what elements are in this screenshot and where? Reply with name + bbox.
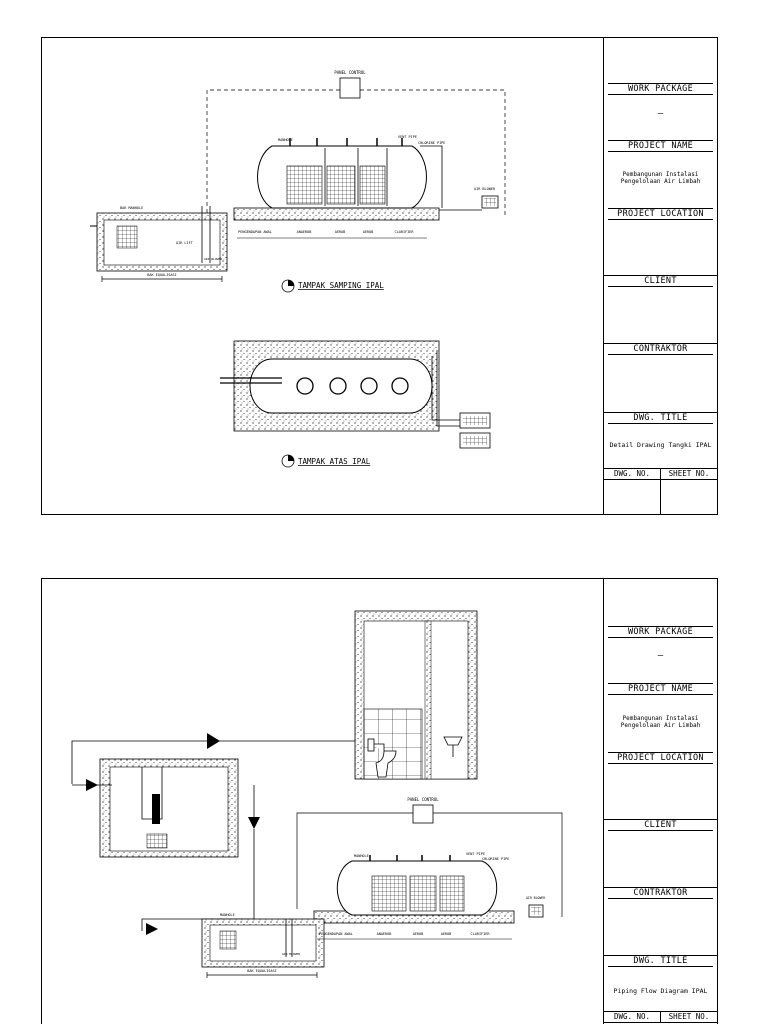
project-name-line1: Pembangunan Instalasi <box>622 171 699 178</box>
sink-fixture <box>443 736 463 757</box>
panel-control-label: PANEL CONTROL <box>334 70 366 75</box>
project-name-label: PROJECT NAME <box>608 683 713 695</box>
control-wiring <box>296 812 563 917</box>
contractor-label: CONTRAKTOR <box>608 888 713 899</box>
vent-pipe-label: VENT PIPE <box>398 135 417 139</box>
zone-label-4: AEROB <box>363 230 374 234</box>
dwg-title-value: Piping Flow Diagram IPAL <box>613 987 708 995</box>
work-package-label: WORK PACKAGE <box>608 626 713 638</box>
bak-manhole-label: MANHOLE <box>220 913 235 917</box>
contractor-label: CONTRAKTOR <box>608 344 713 355</box>
tank-foundation <box>233 207 440 221</box>
drawing-sheet-1: PANEL CONTROL MANHOLE VENT PIPE CHLORINE… <box>41 37 718 515</box>
bak-equalisasi-label: BAK EQUALISASI <box>147 273 177 277</box>
zone-label-2: ANAEROB <box>377 932 392 936</box>
media-aerob-2 <box>359 165 386 205</box>
flow-line-building-septic <box>71 740 355 784</box>
zone-label-5: CLARIFIER <box>395 230 415 234</box>
panel-control-label: PANEL CONTROL <box>407 797 439 802</box>
sheet-no-label: SHEET NO. <box>660 469 717 479</box>
work-package-label: WORK PACKAGE <box>608 83 713 95</box>
sheet-no-label: SHEET NO. <box>660 1012 717 1022</box>
air-blower-small-label: AIR BLOWER <box>204 257 222 261</box>
manhole-label: MANHOLE <box>278 138 293 142</box>
work-package-value: – <box>657 651 664 661</box>
title-block-2: WORK PACKAGE – PROJECT NAME Pembangunan … <box>603 579 717 1024</box>
flow-arrow-down <box>248 817 260 829</box>
dwg-title-value: Detail Drawing Tangki IPAL <box>609 441 712 449</box>
dwg-title-label: DWG. TITLE <box>608 413 713 424</box>
air-blower-small-label: AIR BLOWER <box>282 952 300 956</box>
view-side-title: TAMPAK SAMPING IPAL <box>298 281 384 290</box>
project-name-label: PROJECT NAME <box>608 140 713 152</box>
zone-label-4: AEROB <box>441 932 452 936</box>
project-name-line2: Pengelolaan Air Limbah <box>620 722 701 729</box>
ipal-detail-drawing: PANEL CONTROL MANHOLE VENT PIPE CHLORINE… <box>90 70 506 468</box>
zone-label-1: PENGENDAPAN AWAL <box>238 230 272 234</box>
air-lift-label: AIR LIFT <box>176 241 194 245</box>
client-label: CLIENT <box>608 820 713 831</box>
toilet-fixture <box>370 743 397 778</box>
project-name-line2: Pengelolaan Air Limbah <box>620 178 701 185</box>
view-top-title: TAMPAK ATAS IPAL <box>298 457 371 466</box>
zone-label-3: AEROB <box>335 230 346 234</box>
dwg-title-label: DWG. TITLE <box>608 956 713 967</box>
media-aerob-1 <box>326 165 356 205</box>
zone-label-1: PENGENDAPAN AWAL <box>319 932 353 936</box>
title-block-1: WORK PACKAGE – PROJECT NAME Pembangunan … <box>603 38 717 514</box>
project-location-label: PROJECT LOCATION <box>608 752 713 764</box>
piping-flow-diagram: PANEL CONTROL MANHOLE VENT PIPE CHLORINE… <box>71 610 563 978</box>
chlorine-pipe-label: CHLORINE PIPE <box>482 857 509 861</box>
chlorine-pipe-label: CHLORINE PIPE <box>418 141 445 145</box>
bak-manhole-label: BAK MANHOLE <box>120 206 143 210</box>
dwg-sheet-no-row: DWG. NO. SHEET NO. <box>604 1011 717 1023</box>
manhole-label: MANHOLE <box>354 854 369 858</box>
air-blower-label: AIR BLOWER <box>526 896 545 900</box>
flow-arrow-left <box>207 733 220 749</box>
dwg-no-label: DWG. NO. <box>613 1012 651 1021</box>
bak-equalisasi-label: BAK EQUALISASI <box>247 969 277 973</box>
project-location-label: PROJECT LOCATION <box>608 208 713 220</box>
bak-manhole <box>116 225 138 249</box>
project-name-line1: Pembangunan Instalasi <box>622 715 699 722</box>
media-anaerob <box>286 165 323 205</box>
vent-pipe-label: VENT PIPE <box>466 852 485 856</box>
panel-control-box <box>412 804 434 824</box>
panel-control-box <box>339 77 361 99</box>
zone-label-2: ANAEROB <box>297 230 312 234</box>
drawing-sheet-2: PANEL CONTROL MANHOLE VENT PIPE CHLORINE… <box>41 578 718 1024</box>
air-blower-label: AIR BLOWER <box>474 187 496 191</box>
control-wiring <box>206 89 506 216</box>
client-label: CLIENT <box>608 276 713 287</box>
zone-label-3: AEROB <box>413 932 424 936</box>
work-package-value: – <box>657 109 664 119</box>
dwg-no-label: DWG. NO. <box>613 469 651 478</box>
zone-label-5: CLARIFIER <box>471 932 491 936</box>
